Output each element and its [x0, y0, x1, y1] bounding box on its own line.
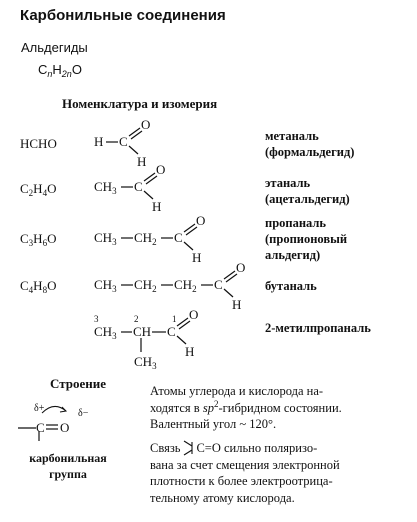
structure-methylpropanal: 3 2 1 CH3 CH C O H CH3: [94, 307, 198, 371]
aldehydes-heading: Альдегиды: [21, 40, 88, 55]
structure-paragraph-1: Атомы углерода и кислорода на- ходятся в…: [150, 384, 342, 431]
svg-text:C: C: [134, 179, 143, 194]
svg-text:O: O: [156, 163, 165, 177]
svg-text:O: O: [189, 307, 198, 322]
general-formula: CnH2nO: [38, 62, 82, 79]
svg-text:δ+: δ+: [34, 403, 45, 414]
nomenclature-heading: Номенклатура и изомерия: [62, 96, 218, 111]
formula-ethanal: C2H4O: [20, 181, 57, 198]
structure-ethanal: CH3 C O H: [94, 163, 165, 214]
svg-text:C: C: [214, 277, 223, 292]
name-methylpropanal: 2-метилпропаналь: [265, 321, 371, 335]
svg-text:H: H: [192, 250, 201, 265]
svg-text:CH2: CH2: [134, 230, 157, 247]
name-butanal: бутаналь: [265, 279, 317, 293]
svg-text:O: O: [196, 214, 205, 228]
svg-text:C: C: [174, 230, 183, 245]
svg-text:C: C: [36, 420, 45, 435]
formula-butanal: C4H8O: [20, 278, 57, 295]
structure-heading: Строение: [50, 376, 107, 391]
svg-text:1: 1: [172, 314, 177, 324]
structure-propanal: CH3 CH2 C O H: [94, 214, 205, 265]
svg-text:C: C: [119, 134, 128, 149]
svg-text:CH3: CH3: [134, 354, 157, 371]
svg-text:3: 3: [94, 314, 99, 324]
svg-text:δ−: δ−: [78, 408, 89, 419]
name-ethanal: этаналь(ацетальдегид): [265, 176, 350, 206]
svg-text:CH: CH: [133, 324, 151, 339]
svg-text:CH3: CH3: [94, 277, 117, 294]
svg-text:2: 2: [134, 314, 139, 324]
page-title: Карбонильные соединения: [20, 7, 226, 24]
name-methanal: метаналь(формальдегид): [265, 129, 355, 159]
svg-text:H: H: [232, 297, 241, 312]
svg-text:H: H: [152, 199, 161, 214]
svg-text:O: O: [141, 118, 150, 132]
carbonyl-group-diagram: δ+ δ− C O: [18, 403, 89, 441]
svg-text:CH2: CH2: [174, 277, 197, 294]
svg-text:CH3: CH3: [94, 324, 117, 341]
svg-text:H: H: [185, 344, 194, 359]
svg-text:O: O: [236, 261, 245, 275]
bond-branch-icon: [184, 440, 194, 456]
svg-text:CH3: CH3: [94, 230, 117, 247]
svg-text:CH2: CH2: [134, 277, 157, 294]
formula-propanal: C3H6O: [20, 231, 57, 248]
svg-text:C: C: [167, 324, 176, 339]
svg-text:H: H: [137, 154, 146, 169]
structure-methanal: H C O H: [94, 118, 150, 169]
structure-butanal: CH3 CH2 CH2 C O H: [94, 261, 245, 312]
formula-methanal: HCHO: [20, 136, 57, 151]
svg-text:O: O: [60, 420, 69, 435]
svg-text:H: H: [94, 134, 103, 149]
svg-text:CH3: CH3: [94, 179, 117, 196]
